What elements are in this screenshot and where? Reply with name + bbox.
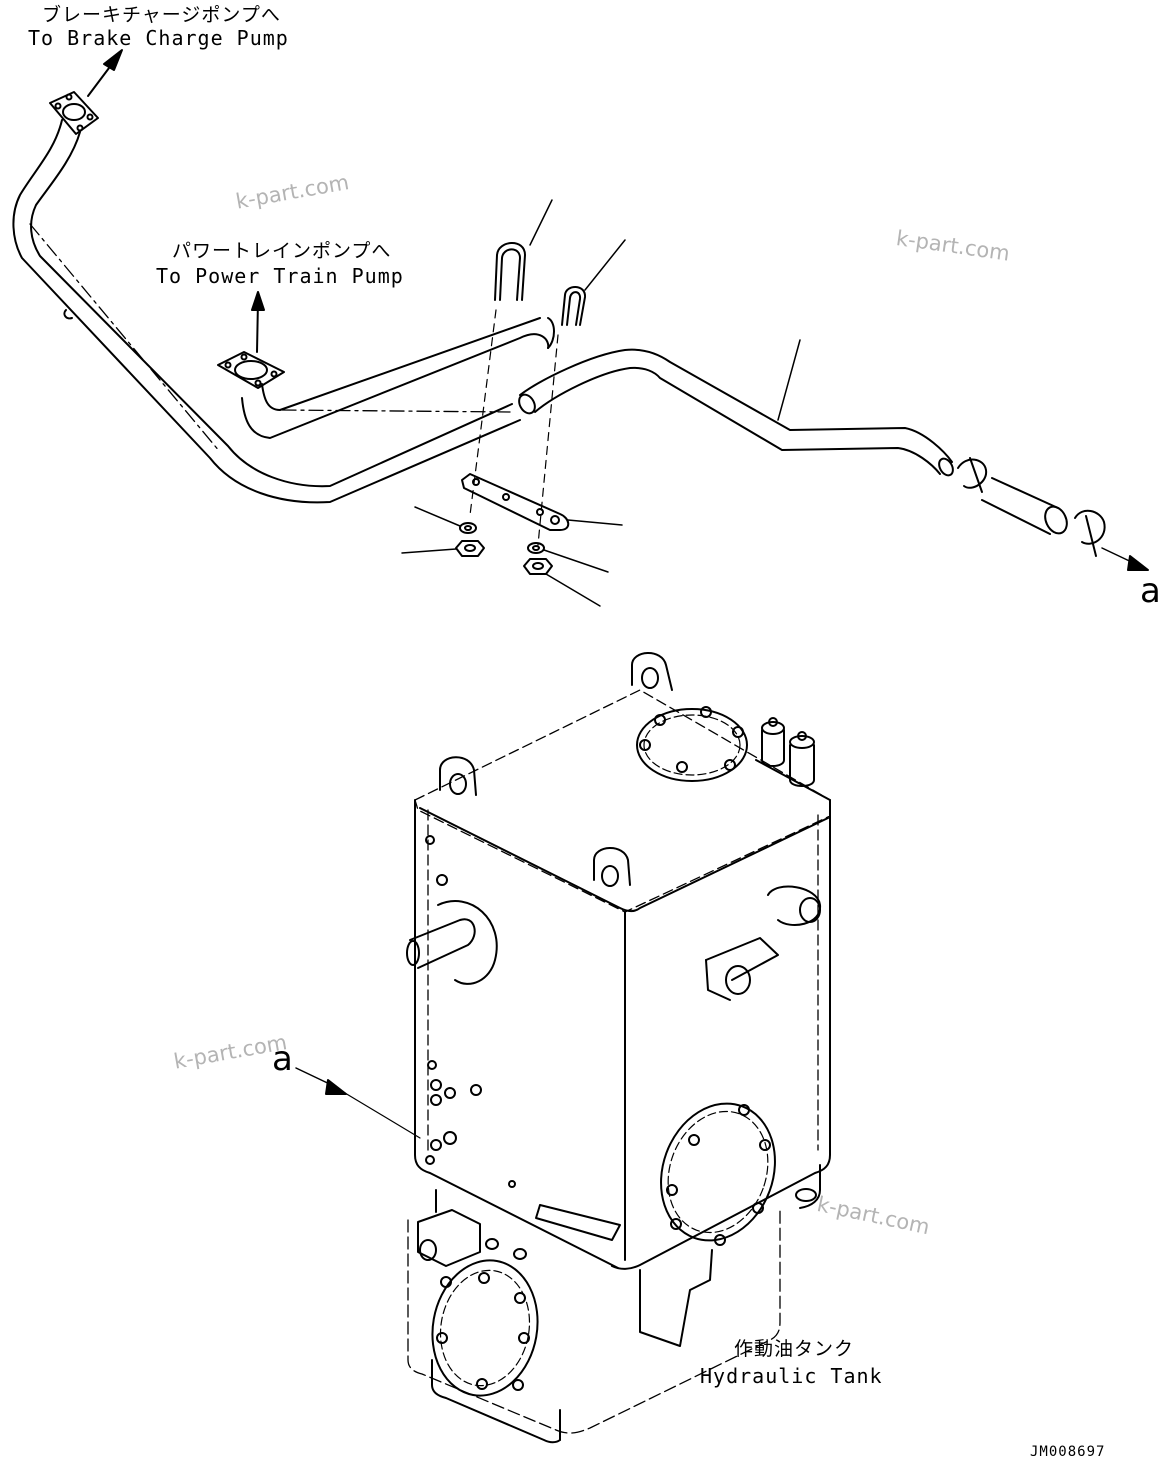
power-train-pump-label-ja: パワートレインポンプへ — [172, 240, 392, 262]
callout-a-top: a — [1140, 571, 1161, 611]
clamp-plate — [462, 474, 622, 530]
power-train-pipe — [218, 318, 554, 438]
connection-a-arrow — [296, 1068, 420, 1138]
power-train-arrow — [252, 292, 264, 352]
hydraulic-tank-label-ja: 作動油タンク — [734, 1338, 855, 1360]
brake-charge-pump-label-en: To Brake Charge Pump — [28, 26, 289, 50]
brake-charge-pipe — [13, 92, 520, 502]
drawing-code: JM008697 — [1030, 1444, 1106, 1460]
power-train-pump-label-en: To Power Train Pump — [156, 264, 404, 288]
hose-assembly — [958, 458, 1148, 570]
brake-charge-pump-label-ja: ブレーキチャージポンプへ — [42, 4, 281, 26]
u-bolt-1 — [470, 200, 552, 515]
hydraulic-tank — [407, 653, 830, 1442]
washers-nuts — [402, 507, 608, 606]
callout-a-bottom: a — [272, 1039, 293, 1079]
u-bolt-2 — [538, 240, 625, 545]
brake-pump-arrow — [88, 50, 122, 96]
return-pipe — [516, 340, 956, 478]
hydraulic-tank-label-en: Hydraulic Tank — [700, 1364, 883, 1388]
